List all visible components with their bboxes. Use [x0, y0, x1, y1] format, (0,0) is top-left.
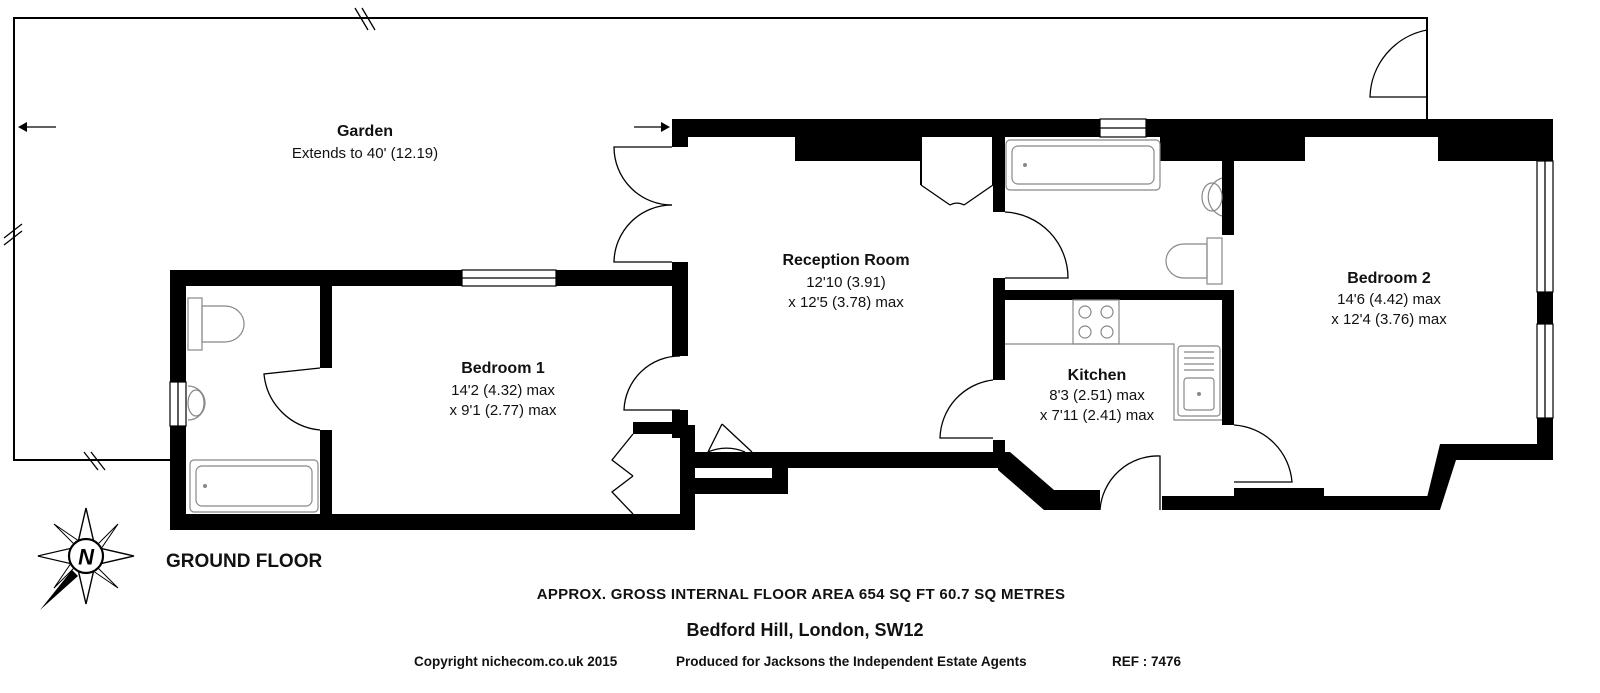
room-name: Kitchen	[1068, 367, 1127, 384]
property-address: Bedford Hill, London, SW12	[687, 620, 924, 640]
room-dims: 14'6 (4.42) max	[1337, 291, 1441, 308]
produced-for: Produced for Jacksons the Independent Es…	[676, 654, 1027, 669]
room-name: Garden	[337, 123, 393, 140]
room-label-reception: Reception Room 12'10 (3.91) x 12'5 (3.78…	[782, 252, 909, 311]
floor-area: APPROX. GROSS INTERNAL FLOOR AREA 654 SQ…	[537, 586, 1066, 603]
room-dims: x 7'11 (2.41) max	[1040, 407, 1155, 424]
fixtures	[187, 139, 1223, 513]
windows	[169, 118, 1554, 427]
compass-letter: N	[78, 545, 95, 570]
room-dims: 8'3 (2.51) max	[1049, 387, 1145, 404]
garden-boundary	[3, 7, 1428, 471]
room-name: Bedroom 1	[461, 360, 545, 377]
room-label-garden: Garden Extends to 40' (12.19)	[292, 123, 438, 162]
room-label-kitchen: Kitchen 8'3 (2.51) max x 7'11 (2.41) max	[1040, 367, 1155, 424]
room-dims: x 12'4 (3.76) max	[1331, 311, 1447, 328]
room-dims: x 9'1 (2.77) max	[449, 402, 557, 419]
room-dims: x 12'5 (3.78) max	[788, 294, 904, 311]
room-name: Reception Room	[782, 252, 909, 269]
room-label-bedroom2: Bedroom 2 14'6 (4.42) max x 12'4 (3.76) …	[1331, 270, 1447, 328]
reference: REF : 7476	[1112, 654, 1182, 669]
room-dims: 12'10 (3.91)	[806, 274, 886, 291]
north-compass-icon: N	[37, 507, 135, 610]
room-dims: Extends to 40' (12.19)	[292, 145, 438, 162]
copyright: Copyright nichecom.co.uk 2015	[414, 654, 618, 669]
doors	[263, 146, 1293, 515]
walls	[170, 119, 1553, 530]
room-dims: 14'2 (4.32) max	[451, 382, 555, 399]
room-label-bedroom1: Bedroom 1 14'2 (4.32) max x 9'1 (2.77) m…	[449, 360, 557, 419]
room-name: Bedroom 2	[1347, 270, 1431, 287]
floor-label: GROUND FLOOR	[166, 551, 322, 572]
